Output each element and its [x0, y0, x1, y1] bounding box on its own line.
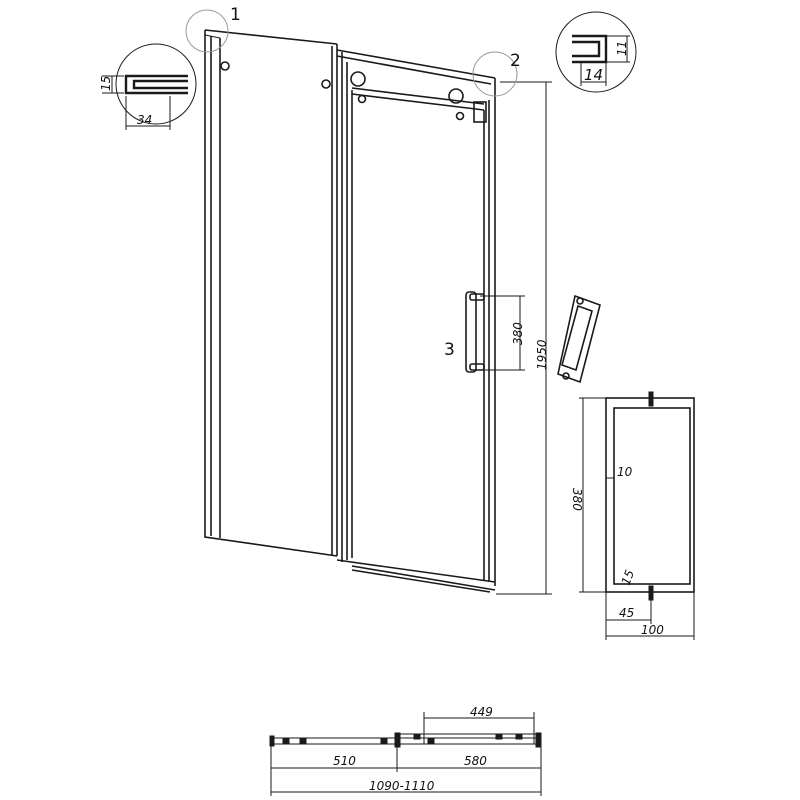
- detail2-width-label: 14: [584, 66, 603, 84]
- detail-2-profile: 11 14: [555, 11, 637, 93]
- handle-15-label: 15: [619, 568, 637, 587]
- callout-label-3: 3: [444, 340, 455, 360]
- sliding-door-panel: [336, 49, 496, 593]
- plan-total-label: 1090-1110: [369, 779, 435, 793]
- roller-icon: [448, 88, 464, 104]
- roller-icon: [350, 71, 366, 87]
- end-stop: [473, 101, 487, 123]
- dim-380-label: 380: [511, 322, 525, 345]
- door-handle: [465, 291, 485, 373]
- callout-circle-2: [472, 51, 518, 97]
- plan-510-label: 510: [333, 754, 356, 768]
- top-rail: [350, 71, 487, 123]
- detail-1-profile: 15 34: [99, 43, 197, 130]
- callout-circle-1: [185, 9, 229, 53]
- callout-label-1: 1: [230, 5, 241, 25]
- fixing-bolt-icon: [220, 61, 230, 71]
- fixed-glass-panel: [204, 29, 338, 557]
- handle-detail: 380 10 15 45 100: [570, 391, 695, 640]
- fixing-bolt-icon: [321, 79, 331, 89]
- detail1-height-label: 15: [99, 76, 113, 91]
- detail2-height-label: 11: [615, 41, 629, 56]
- screw-icon: [357, 94, 367, 104]
- handle-10-label: 10: [617, 465, 633, 479]
- screw-icon: [455, 111, 465, 121]
- detail1-width-label: 34: [137, 113, 152, 127]
- handle-spacing-dimension: 380: [480, 295, 525, 371]
- height-dimension: 1950: [496, 81, 552, 595]
- handle-45-label: 45: [619, 606, 634, 620]
- shower-door-elevation: 380 1950 1 2 3: [185, 5, 552, 595]
- callout-label-2: 2: [510, 51, 521, 71]
- plan-449-label: 449: [470, 705, 493, 719]
- plan-580-label: 580: [464, 754, 487, 768]
- plan-view: 449 510 580 1090-1110: [269, 705, 542, 796]
- dim-1950-label: 1950: [535, 339, 549, 370]
- handle-perspective: [557, 294, 601, 384]
- handle-380-label: 380: [570, 488, 584, 511]
- handle-100-label: 100: [641, 623, 664, 637]
